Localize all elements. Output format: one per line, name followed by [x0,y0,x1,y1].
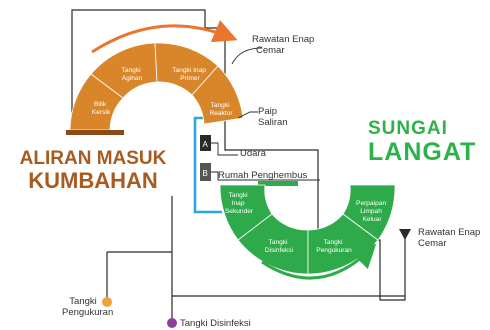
inflow-title: ALIRAN MASUK KUMBAHAN [18,148,168,193]
segment-tangki-reaktor [191,65,244,125]
label-tangki-inap-sekunder: Tangki Inap Sekunder [225,192,254,215]
segment-perpaipan-limpah-keluar [342,184,396,241]
orange-flow-arrow [91,20,238,54]
box-b [200,163,211,181]
paip-saliran-connector [237,111,258,119]
label-rawatan-enap-cemar-top: Rawatan Enap Cemar [252,34,314,56]
inflow-title-line2: KUMBAHAN [28,168,158,193]
udara-connector [211,142,238,156]
orange-dot [102,297,112,307]
inflow-title-line1: ALIRAN MASUK [19,148,167,169]
label-rumah-penghembus: Rumah Penghembus [218,170,308,181]
label-tangki-reaktor: Tangki Reaktor [209,102,233,117]
green-secondary-arc [219,184,396,275]
purple-dot [167,318,177,328]
label-rawatan-enap-cemar-right: Rawatan Enap Cemar [418,227,480,249]
green-flow-arrow [261,243,377,280]
label-paip-saliran: Paip Saliran [258,106,288,128]
box-a-label: A [203,140,209,149]
rawatan-top-line2: Cemar [256,45,285,56]
label-tangki-agihan: Tangki Agihan [122,67,143,82]
river-title-line2: LANGAT [368,138,477,166]
label-tangki-disinfeksi-legend: Tangki Disinfeksi [180,318,251,329]
rawatan-right-line2: Cemar [418,238,447,249]
label-tangki-pengukuran-legend: Tangki Pengukuran [62,296,114,318]
rawatan-top-line1: Rawatan Enap [252,34,315,45]
label-tangki-disinfeksi: Tangki Disinfeksi [265,239,294,254]
penghembus-connector [211,171,320,181]
rawatan-right-line1: Rawatan Enap [418,227,481,238]
paip-saliran-line2: Saliran [258,117,288,128]
label-tangki-inap-primer: Tangki Inap Primer [172,67,208,82]
label-perpaipan-limpah-keluar: Perpaipan Limpah Keluar [356,200,388,223]
legend-pengukuran-line1: Tangki [69,296,97,307]
river-title: SUNGAI LANGAT [368,118,476,166]
legend-pengukuran-line2: Pengukuran [62,307,114,318]
orange-base-plate [66,130,124,135]
orange-primary-arc [66,42,244,135]
label-udara: Udara [240,148,266,159]
blower-house-bar [258,181,298,186]
label-bilik-kersik: Bilik Kersik [92,101,111,116]
box-b-label: B [203,169,208,178]
label-tangki-pengukuran: Tangki Pengukuran [316,239,352,254]
paip-saliran-line1: Paip [258,106,278,117]
sludge-arrow-right [399,229,411,240]
rawatan-top-connector [231,47,263,65]
drain-line-bottom [106,196,405,320]
box-a [200,135,211,151]
river-title-line1: SUNGAI [368,118,448,139]
